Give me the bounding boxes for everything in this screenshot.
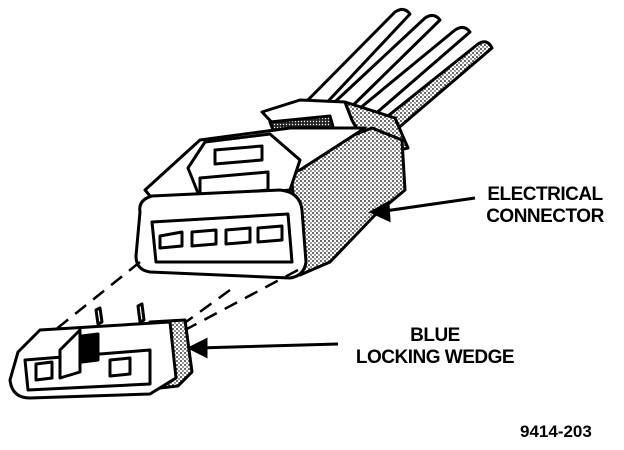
- locking-wedge-leader: [197, 342, 339, 350]
- leader-arrows: [186, 196, 476, 359]
- electrical-connector-label: ELECTRICAL CONNECTOR: [470, 184, 620, 228]
- locking-wedge-label-line-1: BLUE: [410, 325, 460, 346]
- electrical-connector-label-line-1: ELECTRICAL: [487, 184, 603, 205]
- wire-2: [320, 13, 442, 120]
- electrical-connector-body: [134, 126, 407, 280]
- locking-wedge-label: BLUE LOCKING WEDGE: [340, 325, 530, 369]
- locking-wedge-arrowhead: [186, 337, 208, 359]
- wire-4: [376, 40, 494, 132]
- wire-bundle: [298, 7, 494, 132]
- electrical-connector-label-line-2: CONNECTOR: [486, 206, 604, 227]
- electrical-connector-leader: [377, 196, 476, 214]
- wire-3: [346, 25, 472, 124]
- electrical-connector-arrowhead: [368, 200, 391, 223]
- figure-number: 9414-203: [520, 422, 592, 441]
- blue-locking-wedge: [8, 302, 194, 400]
- wire-1: [298, 7, 412, 114]
- locking-wedge-label-line-2: LOCKING WEDGE: [355, 347, 515, 368]
